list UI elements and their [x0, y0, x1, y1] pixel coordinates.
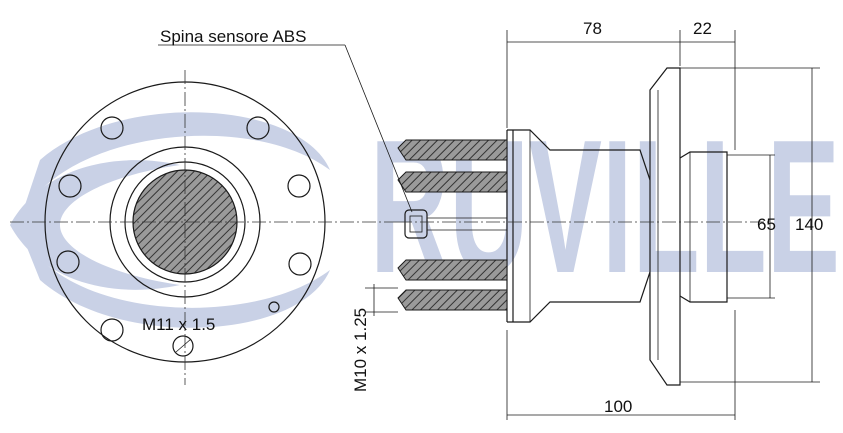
- bolt-hole: [246, 116, 270, 140]
- thread-front-label: M11 x 1.5: [142, 315, 215, 334]
- dim-78: 78: [583, 19, 602, 38]
- abs-sensor-pin: [404, 209, 428, 239]
- bolt-hole: [56, 250, 80, 274]
- watermark-text: RUVILLE: [370, 101, 840, 313]
- flange-plate: [649, 67, 681, 386]
- bolt-hole: [288, 252, 312, 276]
- dim-22: 22: [693, 19, 712, 38]
- small-hole: [268, 301, 280, 313]
- side-view: [158, 44, 770, 386]
- dim-140: 140: [795, 215, 823, 234]
- front-view: [10, 70, 400, 385]
- threaded-hole: [172, 335, 194, 357]
- bolt-hole: [100, 116, 124, 140]
- dim-65: 65: [757, 215, 776, 234]
- dimension-lines: [365, 30, 820, 420]
- ruville-logo: RUVILLE: [10, 101, 840, 328]
- bolt-hole: [58, 174, 82, 198]
- abs-sensor-label: Spina sensore ABS: [160, 27, 306, 46]
- bolt-hole: [287, 174, 311, 198]
- thread-side-label: M10 x 1.25: [351, 308, 370, 392]
- bolt-hole: [100, 318, 124, 342]
- dim-100: 100: [604, 397, 632, 416]
